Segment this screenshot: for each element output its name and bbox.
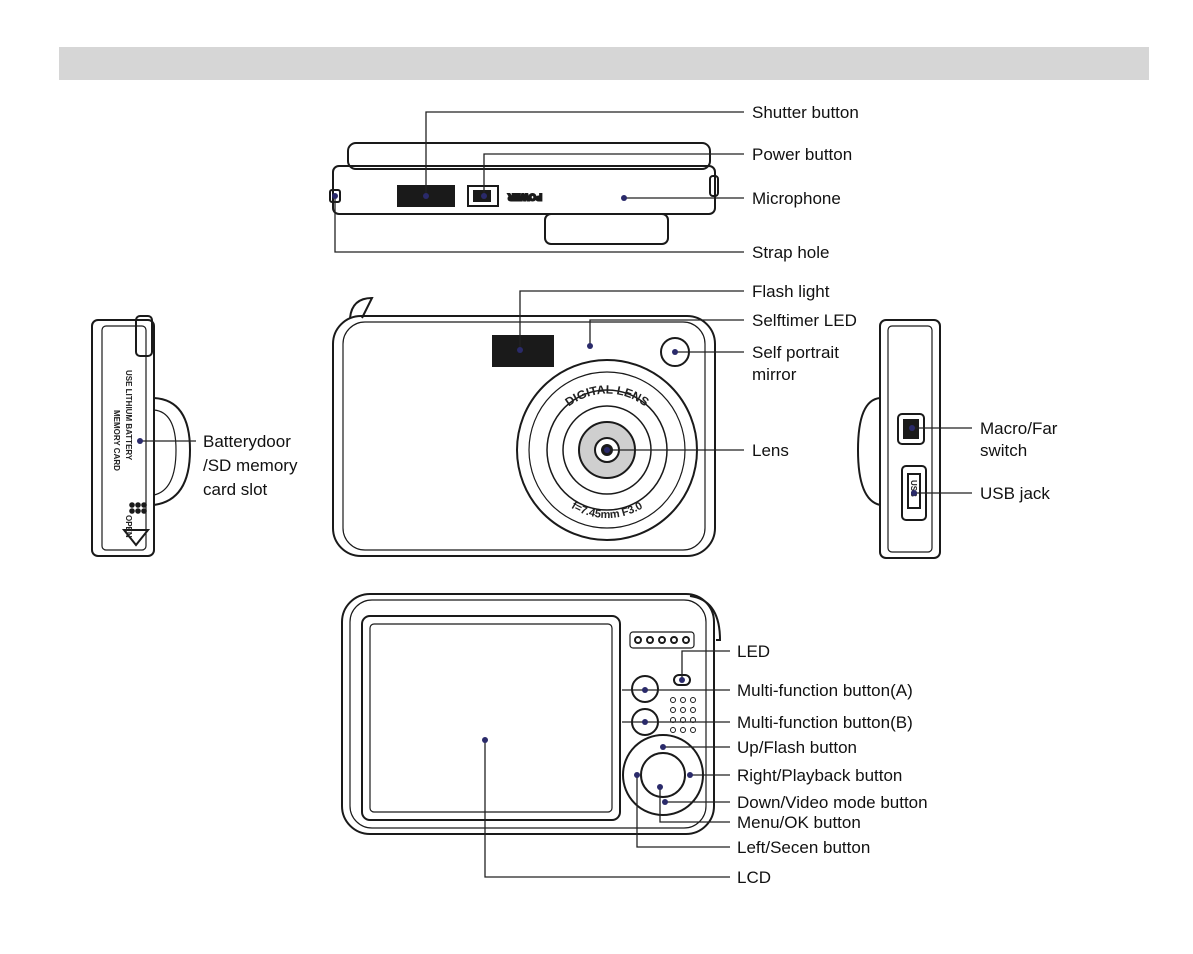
callout-power-button: Power button [752,145,852,164]
top-view-body [332,165,716,215]
callout-multi-function-a: Multi-function button(A) [737,681,913,700]
callout-right-playback-button: Right/Playback button [737,766,902,785]
back-view-grip [689,595,722,641]
callout-selftimer-led: Selftimer LED [752,311,857,330]
callout-multi-function-b: Multi-function button(B) [737,713,913,732]
leader-lines [140,111,972,878]
callout-macro-far-switch-line2: switch [980,441,1027,460]
callout-self-portrait-mirror-line2: mirror [752,365,797,384]
power-button-shape [467,185,499,207]
left-side-view-camera [91,315,192,557]
callout-shutter-button: Shutter button [752,103,859,122]
callout-led: LED [737,642,770,661]
power-print: POWER [507,192,542,202]
battery-label-print: USE LITHIUM BATTERY [124,370,133,461]
left-side-body [91,319,155,557]
top-view-side-knob [709,175,719,197]
callout-flash-light: Flash light [752,282,830,301]
callout-strap-hole: Strap hole [752,243,830,262]
front-view-grip [349,296,374,319]
multi-a-shape [631,675,659,703]
back-view-body [341,593,715,835]
callout-battery-door-line3: card slot [203,480,268,499]
lens-bottom-print: f=7.45mm F3.0 [569,500,644,521]
lens-top-print: DIGITAL LENS [563,382,652,409]
usb-label-print: USB [909,480,918,497]
lcd-screen [369,623,613,813]
callout-down-video-mode-button: Down/Video mode button [737,793,928,812]
anchor-dots [137,193,917,805]
callout-lcd: LCD [737,868,771,887]
back-view-camera [341,593,722,835]
callout-microphone: Microphone [752,189,841,208]
ok-button-shape [640,752,686,798]
callout-battery-door-line2: /SD memory [203,456,298,475]
top-view-upper-body [347,142,711,170]
right-side-view-camera [856,319,941,559]
left-side-strap [135,315,153,357]
macro-switch-shape [897,413,925,445]
top-view-lens-barrel [544,213,669,245]
callout-self-portrait-mirror-line1: Self portrait [752,343,839,362]
callout-left-scene-button: Left/Secen button [737,838,870,857]
front-view-camera [332,296,716,557]
battery-open-arrow [121,529,151,547]
right-side-body [879,319,941,559]
right-side-lens-bulge [856,397,881,506]
memory-label-print: MEMORY CARD [112,410,121,471]
callout-battery-door-line1: Batterydoor [203,432,291,451]
callout-macro-far-switch-line1: Macro/Far [980,419,1058,438]
flash-light-shape [492,335,554,367]
callout-usb-jack: USB jack [980,484,1050,503]
camera-diagram: POWER DIGITAL LENS f=7.45mm F3.0 [86,98,1081,888]
lcd-frame [361,615,621,821]
open-label-print: OPEN [124,515,133,538]
header-bar [59,47,1149,80]
left-side-lens-bulge [153,397,192,506]
callout-lens: Lens [752,441,789,460]
callout-up-flash-button: Up/Flash button [737,738,857,757]
front-view-body [332,315,716,557]
speaker-holes [670,697,696,733]
callout-menu-ok-button: Menu/OK button [737,813,861,832]
